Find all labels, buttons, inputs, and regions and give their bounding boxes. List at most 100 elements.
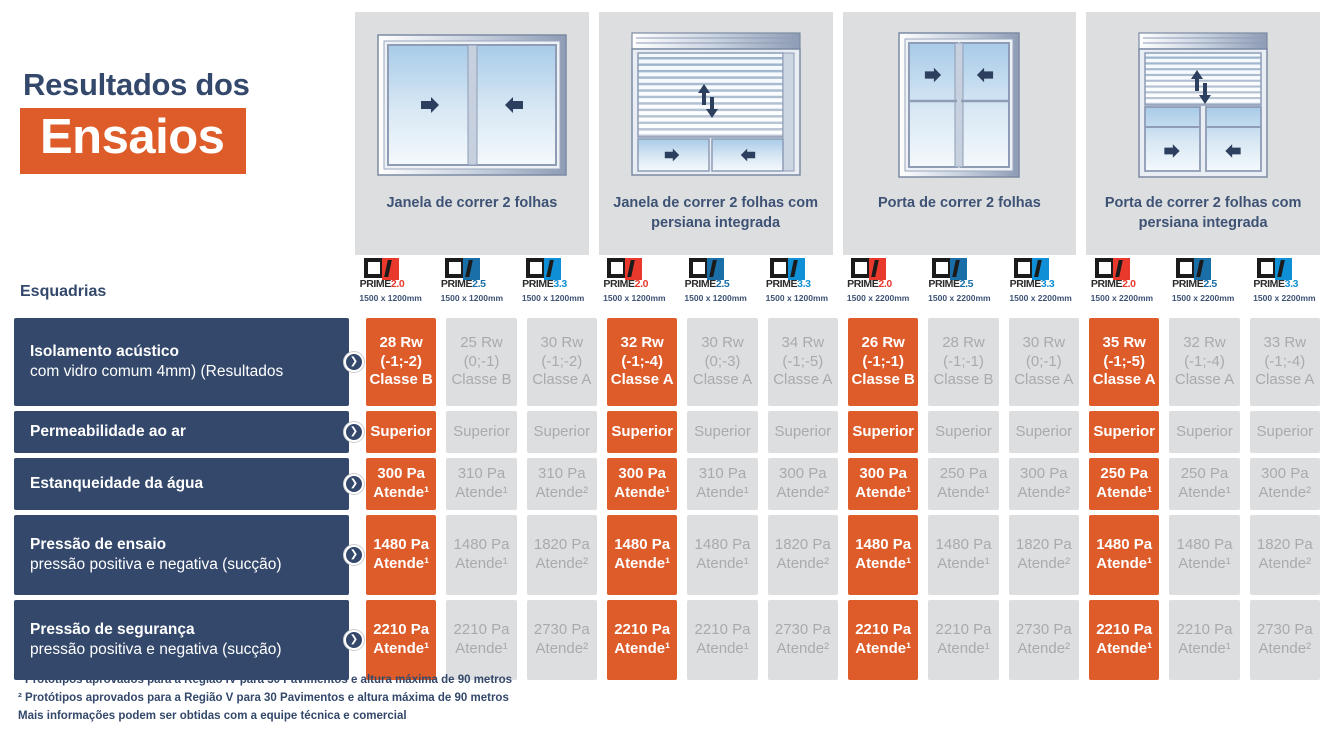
cell-line-2: Atende¹	[1096, 484, 1153, 501]
product-name: Porta de correr 2 folhas	[877, 195, 1041, 211]
result-cell: Superior	[1008, 411, 1079, 453]
result-cell: Superior	[928, 411, 999, 453]
cell-line-1: 2210 Pa	[373, 621, 430, 639]
cell-line-1: 310 Pa	[538, 465, 586, 483]
cell-line-1: 310 Pa	[698, 465, 747, 483]
cell-line-2: Atende²	[535, 640, 589, 657]
logo-dimension: 1500 x 1200mm	[684, 293, 747, 303]
cell-line-1: 1480 Pa	[453, 536, 510, 554]
cell-line-2: Atende¹	[373, 484, 430, 501]
cell-line-1: 33 Rw	[1263, 333, 1307, 351]
cell-line-1: 1480 Pa	[694, 536, 751, 554]
page-title: Resultados dos Ensaios	[20, 67, 350, 174]
cell-line-2: Atende²	[1258, 484, 1312, 501]
product-card-2: Janela de correr 2 folhas com persiana i…	[598, 12, 833, 255]
cell-line-2: Atende¹	[455, 555, 508, 572]
cell-line-1: Superior	[774, 422, 832, 440]
logo-dimension: 1500 x 1200mm	[521, 293, 585, 303]
cell-line-2: Atende¹	[455, 640, 508, 657]
result-cell: 26 Rw(-1;-1)Classe B	[848, 318, 919, 406]
logo-dimension: 1500 x 1200mm	[765, 293, 829, 303]
cell-line-2: Atende¹	[855, 555, 912, 572]
footnote-3: Mais informações podem ser obtidas com a…	[18, 709, 407, 722]
product-card-4: Porta de correr 2 folhas com persiana in…	[1086, 12, 1320, 255]
cell-line-3: Classe B	[451, 371, 512, 389]
row-label-water: Estanqueidade da água	[14, 458, 349, 510]
cell-line-1: 2210 Pa	[935, 621, 992, 639]
chevron-right-icon[interactable]: ❯	[344, 474, 364, 494]
logo-dimension: 1500 x 2200mm	[1009, 293, 1072, 303]
cell-line-1: 300 Pa	[779, 465, 827, 483]
row-label-main: Isolamento acústico	[30, 342, 180, 360]
sliding-door-2-leaf-blind-icon	[1135, 30, 1271, 180]
cell-line-1: 250 Pa	[1180, 465, 1229, 483]
cell-line-1: 1820 Pa	[774, 536, 831, 554]
cell-line-1: 30 Rw	[701, 333, 744, 351]
cell-line-2: Atende¹	[937, 555, 990, 572]
cell-line-1: Superior	[1015, 422, 1073, 440]
cell-line-1: 1480 Pa	[1176, 536, 1233, 554]
cell-line-1: 2730 Pa	[1256, 621, 1313, 639]
cell-line-1: 34 Rw	[781, 333, 825, 351]
product-card-1: Janela de correr 2 folhas	[355, 12, 589, 255]
sliding-window-2-leaf-icon	[374, 30, 570, 180]
cell-line-1: 250 Pa	[1100, 465, 1148, 483]
row-label-main: Pressão de ensaio	[30, 535, 167, 553]
cell-line-1: Superior	[611, 422, 673, 440]
row-label-main: Estanqueidade da água	[30, 474, 204, 492]
cell-line-2: (-1;-4)	[1184, 352, 1225, 370]
chevron-right-icon[interactable]: ❯	[344, 630, 364, 650]
cell-line-3: Classe B	[933, 371, 994, 389]
cell-line-1: 2210 Pa	[1176, 621, 1233, 639]
cell-line-1: Superior	[370, 422, 432, 440]
cell-line-2: (-1;-5)	[782, 352, 824, 370]
chevron-right-icon[interactable]: ❯	[344, 352, 364, 372]
cell-line-2: Atende²	[535, 555, 589, 572]
cell-line-1: 1480 Pa	[855, 536, 912, 554]
cell-line-2: (-1;-4)	[621, 352, 663, 370]
result-cell: 30 Rw(0;-1)Classe A	[1008, 318, 1079, 406]
footnotes: ¹ Protótipos aprovados para a Região IV …	[18, 672, 818, 725]
cell-line-2: Atende¹	[1178, 555, 1231, 572]
cell-line-1: 2210 Pa	[1096, 621, 1153, 639]
cell-line-2: Atende²	[1258, 555, 1312, 572]
row-label-main: Permeabilidade ao ar	[30, 422, 186, 440]
cell-line-1: 1480 Pa	[1096, 536, 1153, 554]
cell-line-1: 310 Pa	[457, 465, 506, 483]
product-name: Porta de correr 2 folhas com persiana in…	[1104, 195, 1302, 231]
cell-line-1: 32 Rw	[620, 333, 664, 351]
cell-line-2: Atende¹	[937, 484, 990, 501]
result-cell: 33 Rw(-1;-4)Classe A	[1249, 318, 1320, 406]
cell-line-3: Classe A	[1014, 371, 1074, 389]
chevron-right-icon[interactable]: ❯	[344, 545, 364, 565]
chevron-right-icon[interactable]: ❯	[344, 422, 364, 442]
cell-line-2: Atende¹	[1096, 640, 1153, 657]
